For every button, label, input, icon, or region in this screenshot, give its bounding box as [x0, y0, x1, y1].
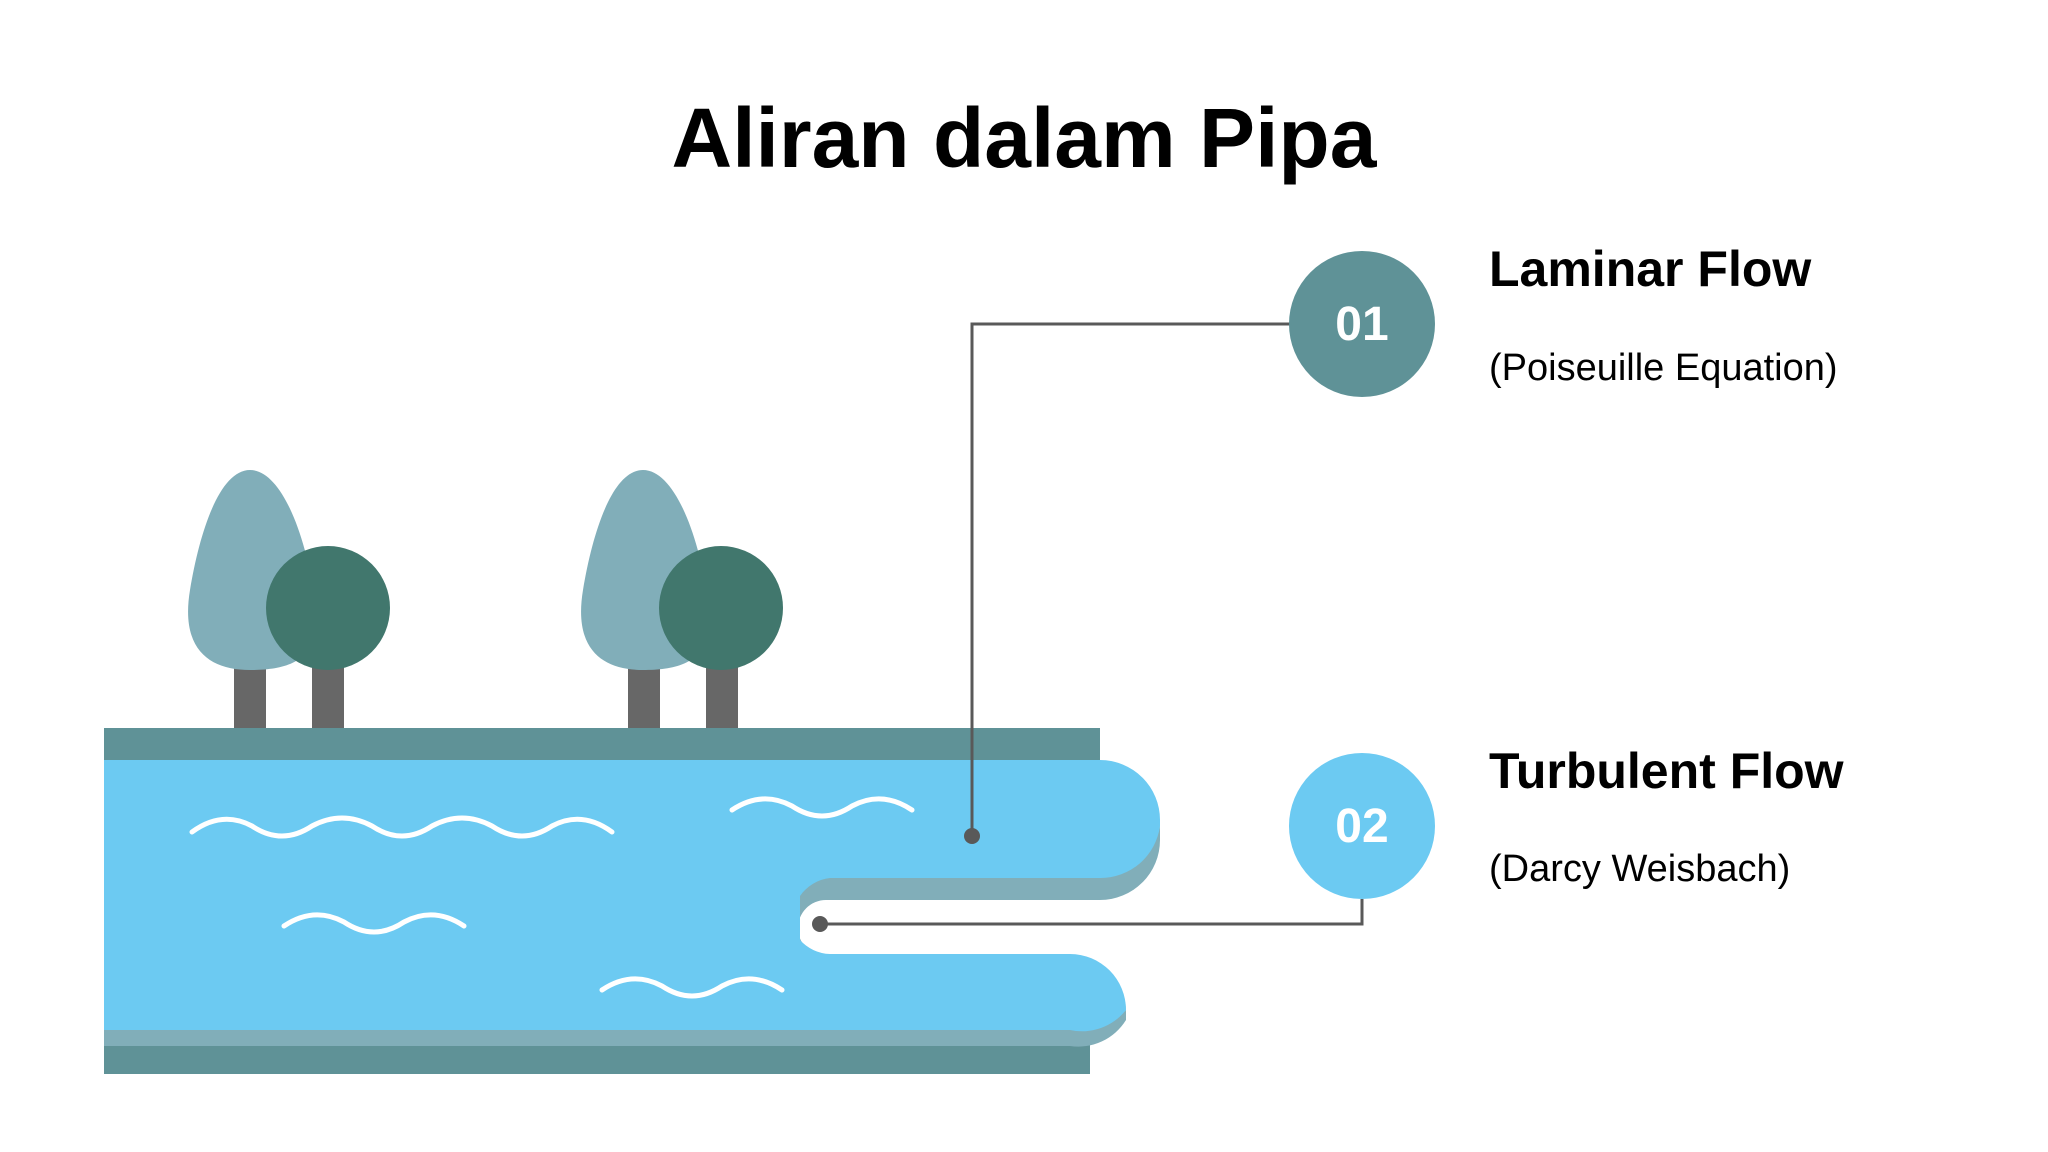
connector-dot-laminar	[964, 828, 980, 844]
badge-number: 01	[1335, 297, 1389, 351]
tree-group-middle	[581, 470, 783, 730]
badge-01: 01	[1289, 251, 1435, 397]
pipe-water	[104, 760, 1160, 1032]
badge-02: 02	[1289, 753, 1435, 899]
connector-laminar	[970, 322, 1295, 836]
turbulent-flow-subtitle: (Darcy Weisbach)	[1489, 848, 1791, 890]
slide-title: Aliran dalam Pipa	[671, 91, 1377, 185]
connector-lines	[820, 322, 1364, 926]
tree-group-left	[188, 470, 390, 730]
connector-turbulent	[820, 899, 1364, 926]
turbulent-flow-title: Turbulent Flow	[1489, 743, 1844, 799]
ground-top	[104, 728, 1100, 760]
connector-dot-turbulent	[812, 916, 828, 932]
water-waves	[189, 796, 915, 999]
laminar-flow-subtitle: (Poiseuille Equation)	[1489, 347, 1838, 389]
badge-number: 02	[1335, 799, 1389, 853]
laminar-flow-title: Laminar Flow	[1489, 241, 1812, 297]
